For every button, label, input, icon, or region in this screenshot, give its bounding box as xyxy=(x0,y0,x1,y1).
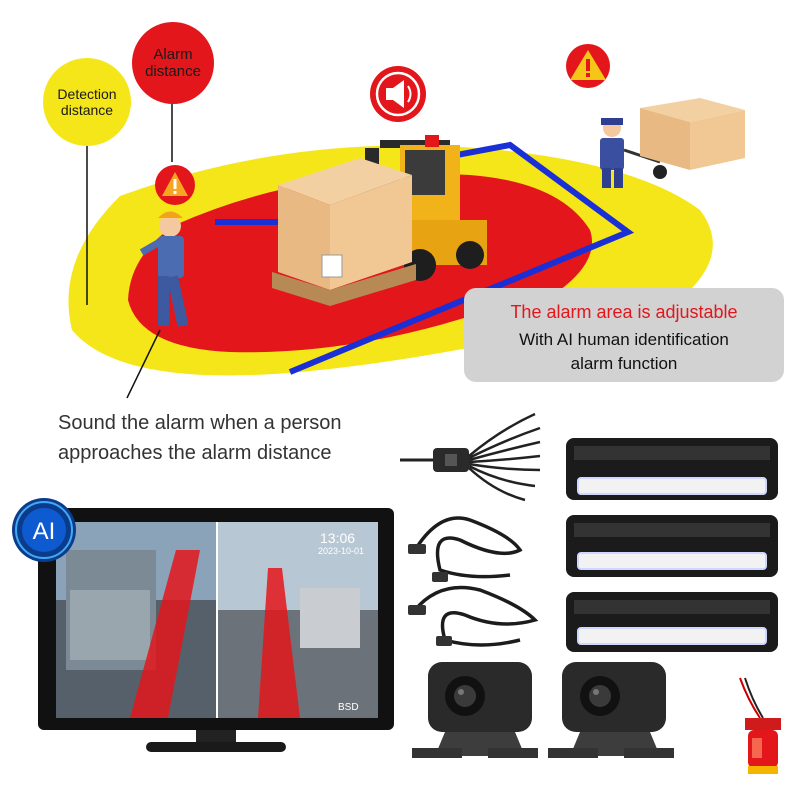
camera-1 xyxy=(412,662,538,758)
light-bar-3 xyxy=(566,592,778,652)
cargo-box xyxy=(272,158,416,306)
extension-cable-1 xyxy=(408,516,523,582)
siren-light xyxy=(739,677,781,774)
ai-badge-icon xyxy=(12,498,76,562)
worker-with-hand-truck xyxy=(600,98,745,188)
detection-distance-label: Detection distance xyxy=(43,58,131,146)
product-kit: AI xyxy=(12,412,781,774)
info-title: The alarm area is adjustable xyxy=(510,302,738,322)
light-bar-2 xyxy=(566,515,778,577)
alarm-caption: Sound the alarm when a person approaches… xyxy=(58,412,342,464)
camera-2 xyxy=(548,662,674,758)
alarm-distance-label: Alarm distance xyxy=(132,22,214,104)
monitor-time: 13:06 xyxy=(320,530,356,546)
warning-triangle-icon xyxy=(155,165,195,205)
extension-cable-2 xyxy=(408,585,539,647)
light-bar-1 xyxy=(566,438,778,500)
caption-pointer-line xyxy=(126,329,161,399)
info-box: The alarm area is adjustable With AI hum… xyxy=(464,288,784,382)
info-line-2: alarm function xyxy=(570,354,678,373)
speaker-alarm-icon xyxy=(370,66,426,122)
splitter-harness xyxy=(400,412,541,502)
ai-badge-text: AI xyxy=(33,518,56,545)
worker-in-zone xyxy=(139,211,189,327)
exclamation-icon xyxy=(566,44,610,88)
monitor-date: 2023-10-01 xyxy=(318,546,365,556)
info-line-1: With AI human identification xyxy=(519,330,729,349)
monitor-bsd-label: BSD xyxy=(338,702,359,713)
monitor xyxy=(38,508,394,752)
